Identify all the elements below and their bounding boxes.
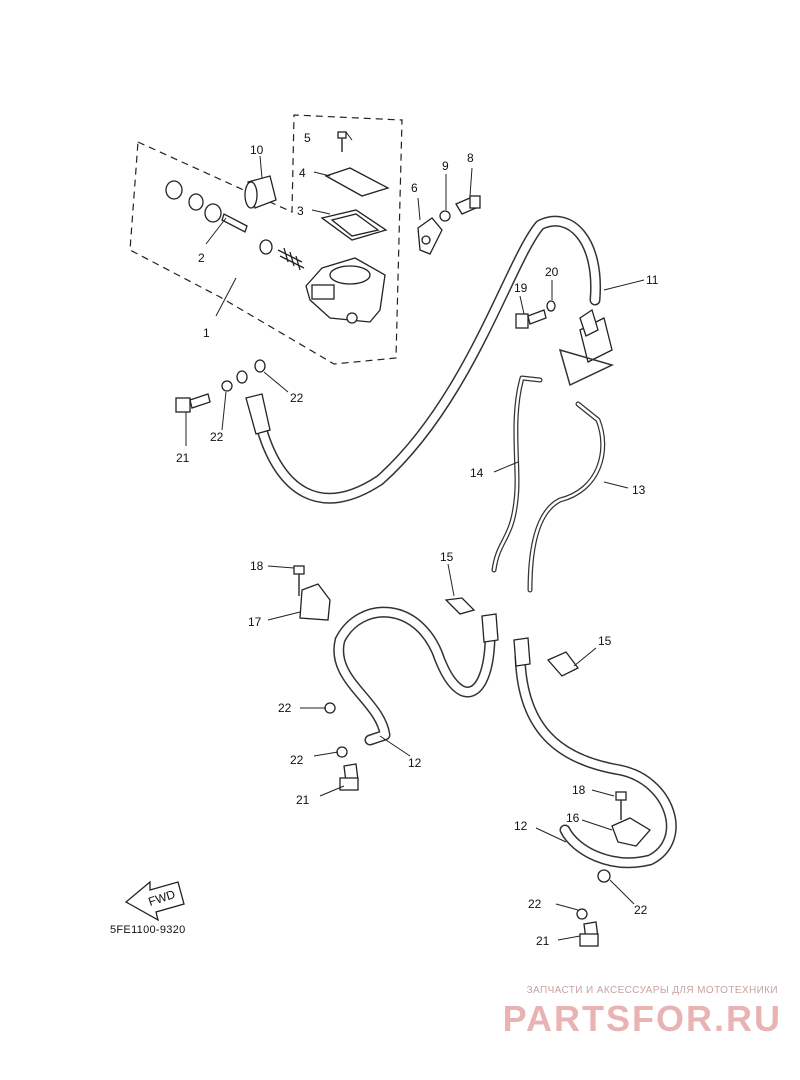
washer-upper-mid: [236, 370, 248, 384]
part-piston-kit: [165, 180, 305, 271]
callout-5: 5: [304, 131, 311, 145]
callout-3: 3: [297, 204, 304, 218]
callout-lines: [185, 131, 645, 941]
part-brake-joint: [558, 308, 615, 387]
upper-brake-hose: [256, 215, 602, 504]
part-boot: [244, 175, 277, 209]
callout-15b: 15: [598, 634, 612, 648]
callout-18a: 18: [250, 559, 264, 573]
callout-20: 20: [545, 265, 559, 279]
callout-22f: 22: [634, 903, 648, 917]
callout-18b: 18: [572, 783, 586, 797]
part-cap-screw: [337, 131, 347, 152]
callout-22d: 22: [290, 753, 304, 767]
diagram-code: 5FE1100-9320: [110, 924, 186, 936]
callout-2: 2: [198, 251, 205, 265]
callout-4: 4: [299, 166, 306, 180]
bolt-left-holder: [293, 565, 305, 596]
part-master-cylinder-body: [305, 257, 386, 324]
callout-8: 8: [467, 151, 474, 165]
left-lower-brake-hose: [333, 606, 496, 746]
union-bolt-upper: [175, 393, 211, 413]
part-pipe-clip-right: [546, 651, 579, 677]
callout-9: 9: [442, 159, 449, 173]
callout-22e: 22: [528, 897, 542, 911]
forward-arrow-icon: FWD: [124, 880, 185, 922]
callout-12a: 12: [408, 756, 422, 770]
union-bolt-left: [339, 763, 359, 791]
part-holder: [417, 217, 443, 255]
washer-left-top: [324, 702, 336, 714]
washer-left-bottom: [336, 746, 348, 758]
washer-upper-right: [254, 359, 266, 373]
callout-21a: 21: [176, 451, 190, 465]
callout-11: 11: [646, 273, 659, 287]
callout-22c: 22: [278, 701, 292, 715]
union-bolt-right: [579, 921, 599, 947]
callout-12b: 12: [514, 819, 528, 833]
part-reservoir-diaphragm: [320, 209, 388, 241]
master-cylinder-assembly-box: [129, 114, 403, 365]
part-hose-holder-left: [299, 583, 331, 621]
callout-22a: 22: [210, 430, 224, 444]
watermark-logo: PARTSFOR.RU: [502, 998, 782, 1039]
washer-right-bottom: [576, 908, 588, 920]
bolt-right-holder: [615, 791, 627, 820]
callout-21b: 21: [296, 793, 310, 807]
washer-right-top: [597, 869, 611, 883]
part-joint-bolt: [515, 309, 547, 329]
watermark-caption: ЗАПЧАСТИ И АКСЕССУАРЫ ДЛЯ МОТОТЕХНИКИ: [526, 985, 778, 996]
part-bolt: [455, 195, 481, 215]
right-hose-fitting: [513, 637, 531, 667]
callout-19: 19: [514, 281, 528, 295]
callout-13: 13: [632, 483, 646, 497]
callout-17: 17: [248, 615, 262, 629]
part-hose-holder-right: [611, 817, 652, 847]
callout-numbers: 1 2 3 4 5 6 9 8 10 11 19 20 14 13 15 15 …: [176, 131, 659, 948]
left-hose-fitting: [481, 613, 499, 643]
part-pipe-clip-left: [444, 597, 476, 615]
callout-10: 10: [250, 143, 264, 157]
callout-22b: 22: [290, 391, 304, 405]
part-joint-washer: [546, 300, 556, 312]
callout-1: 1: [203, 326, 210, 340]
part-washer: [439, 210, 451, 222]
callout-6: 6: [411, 181, 418, 195]
callout-15a: 15: [440, 550, 454, 564]
upper-hose-fitting: [245, 393, 271, 435]
part-reservoir-cap: [324, 167, 390, 197]
callout-14: 14: [470, 466, 484, 480]
callout-16: 16: [566, 811, 580, 825]
callout-21c: 21: [536, 934, 550, 948]
washer-upper-left: [221, 380, 233, 392]
